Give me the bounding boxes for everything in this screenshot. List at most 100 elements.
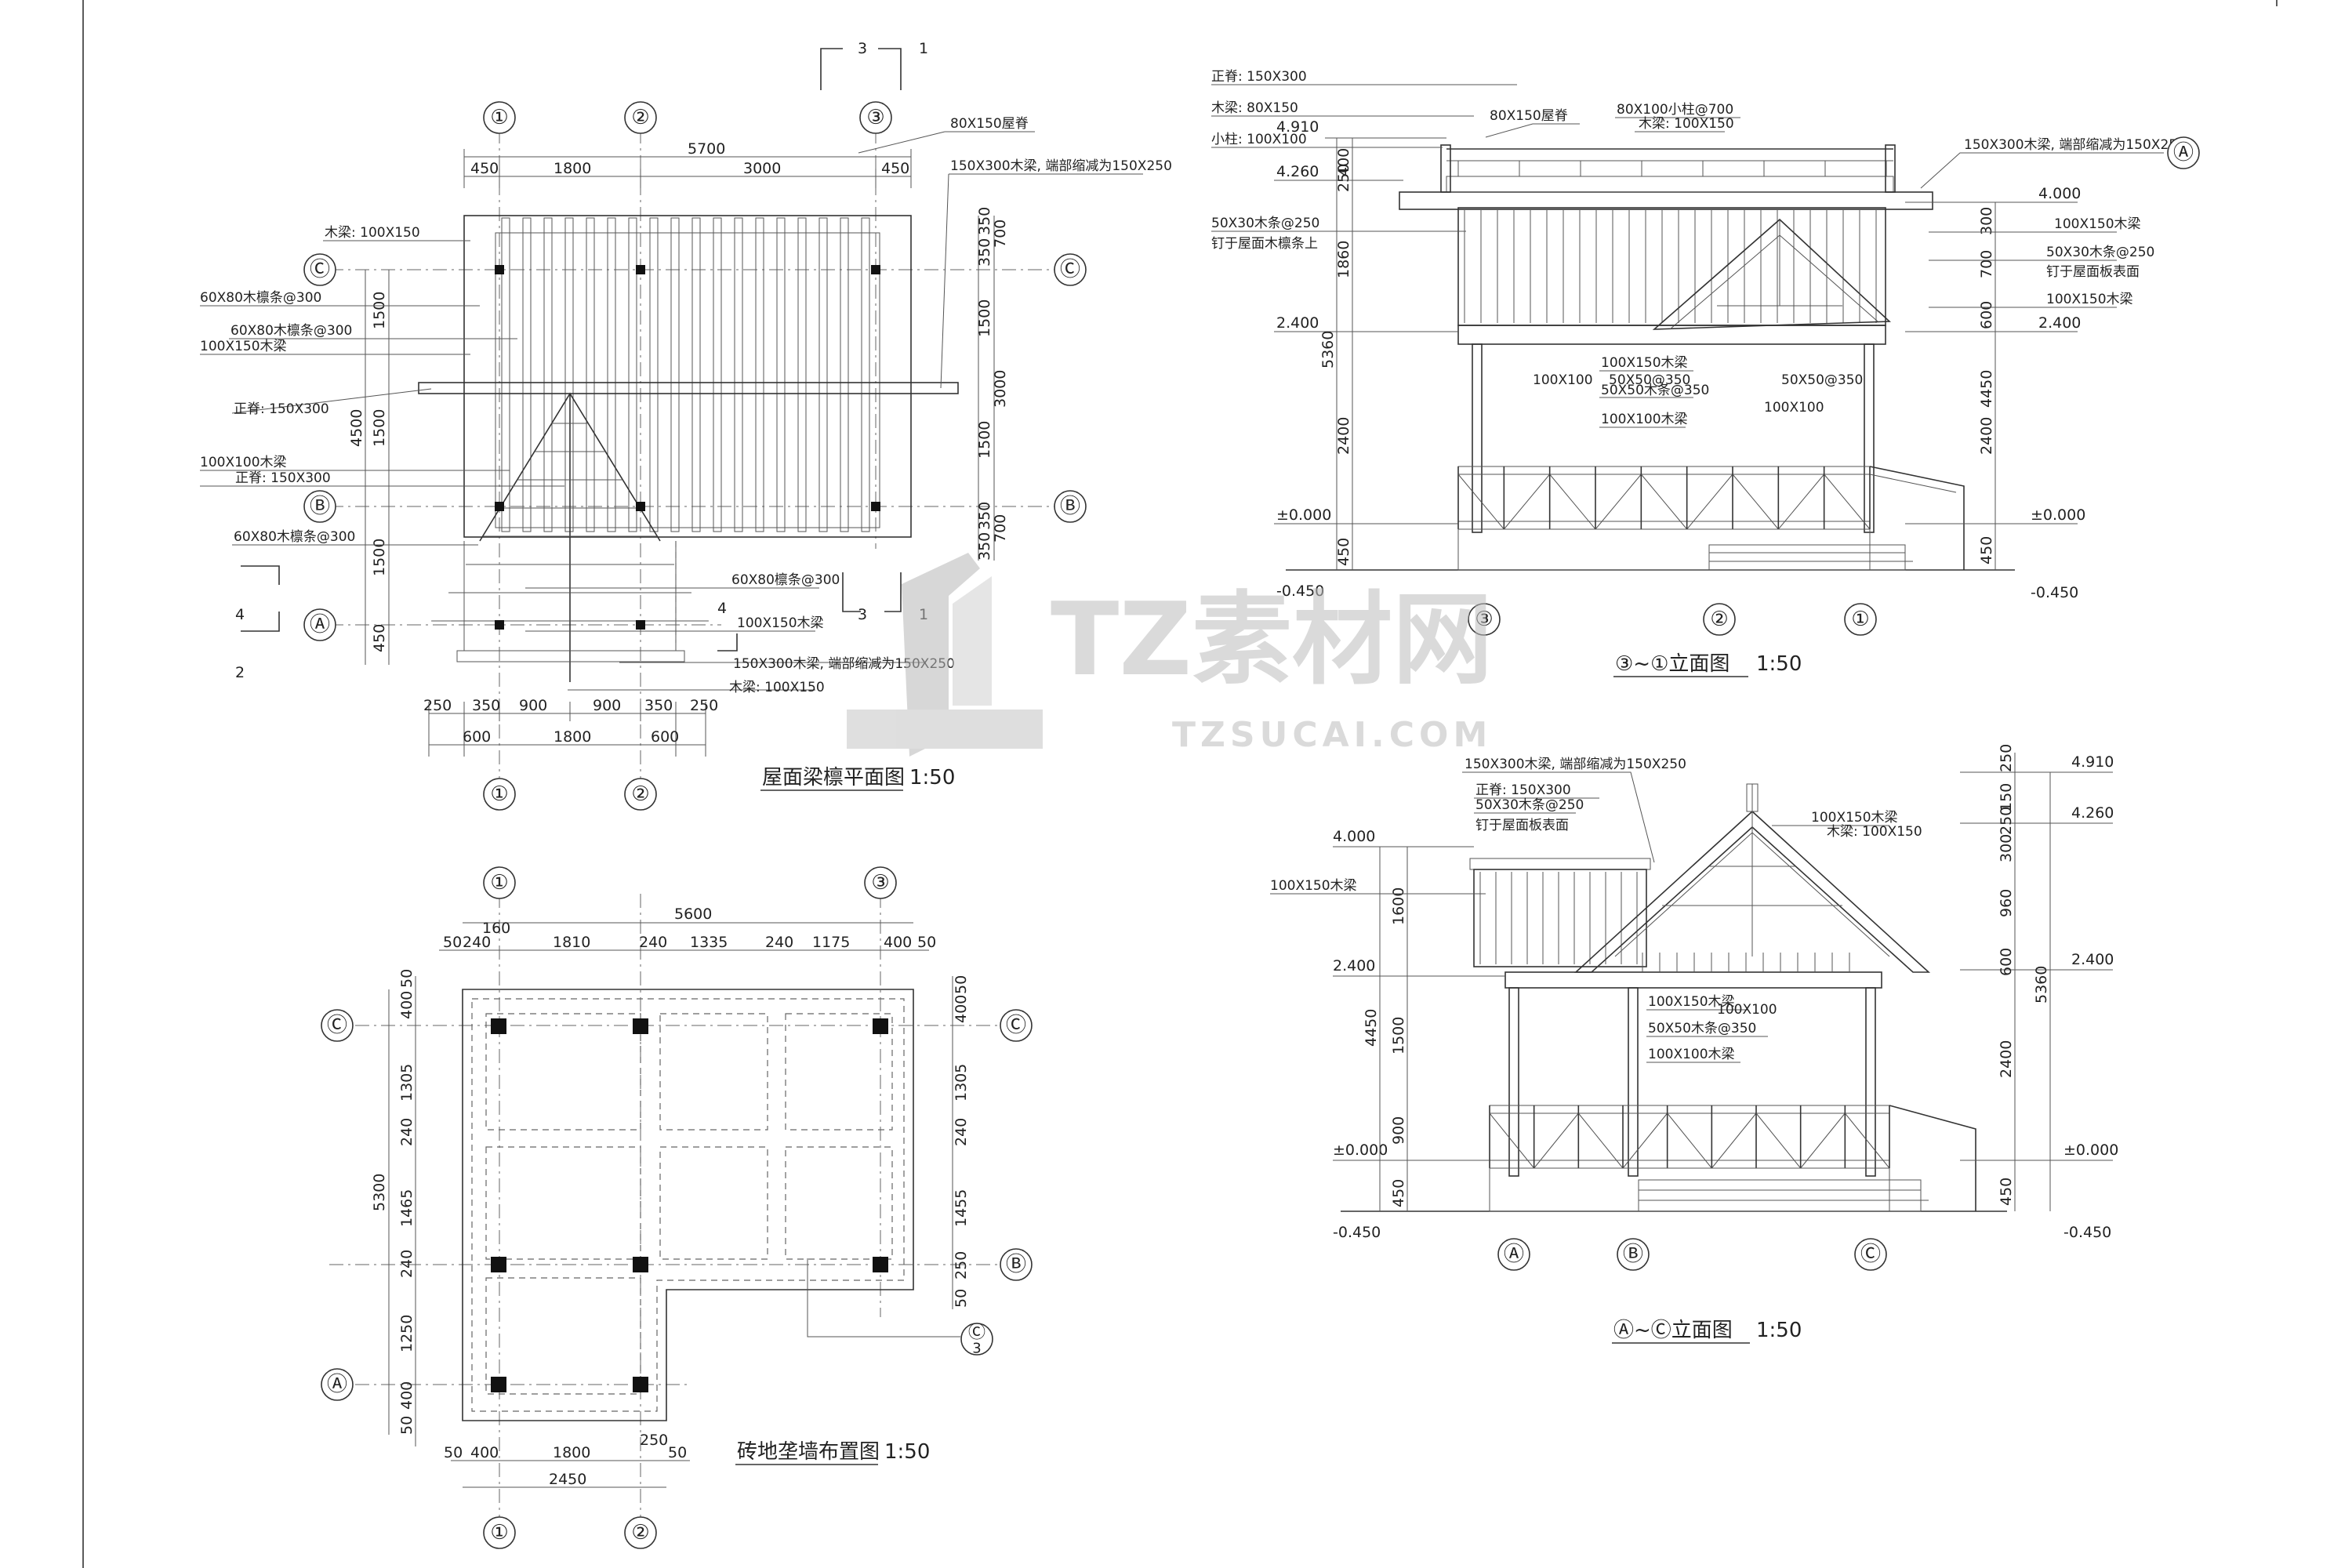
foundation-axis-left-c: Ⓒ — [327, 1014, 347, 1037]
roof-plan-axis-right-b: Ⓑ — [1060, 495, 1080, 518]
roof-plan-title: 屋面梁檩平面图 — [762, 766, 905, 789]
section-mark: 3 — [858, 606, 867, 623]
rail-brace — [1595, 474, 1642, 530]
foundation-dim-left: 400 — [398, 991, 416, 1019]
elevac-dim-r: 2400 — [1998, 1040, 2015, 1078]
elevation-3-1: ③ ② ① 4.910 4.260 2.400 ±0.000 -0.450 40… — [1211, 69, 2200, 677]
roof-plan-axis-bottom-2: ② — [631, 782, 649, 806]
elevac-level: -0.450 — [1333, 1224, 1381, 1241]
rafter-slat — [713, 217, 722, 532]
roof-plan-dim-left: 1500 — [371, 409, 388, 447]
elev31-level: ±0.000 — [1276, 506, 1331, 524]
roof-plan-dim-total: 5700 — [688, 140, 725, 158]
foundation-dim-top-total: 5600 — [674, 906, 712, 923]
elev31-dim-r: 4450 — [1978, 370, 1995, 408]
elev31-dim-r: 2400 — [1978, 417, 1995, 455]
rafter-slat — [734, 217, 743, 532]
foundation-dim-top: 50 — [443, 934, 462, 951]
elevac-label: 50X30木条@250 — [1475, 797, 1584, 813]
elevac-dim: 900 — [1390, 1116, 1407, 1145]
elevac-dim: 450 — [1390, 1179, 1407, 1207]
roof-plan-dim-bottom: 900 — [519, 697, 547, 714]
foundation-axis-top-3: ③ — [871, 871, 889, 895]
roof-plan-dim-bottom: 1800 — [554, 728, 591, 746]
elev31-dim: 450 — [1335, 538, 1352, 566]
section-mark: 4 — [717, 600, 727, 617]
roof-plan-dim: 3000 — [743, 160, 781, 177]
elevac-dim-r: 300 — [1998, 834, 2015, 862]
roof-plan-dim-right: 3000 — [992, 370, 1009, 408]
elevac-dim: 4450 — [1363, 1009, 1380, 1047]
rafter-slat — [840, 217, 849, 532]
elevac-dim-r: 250 — [1998, 744, 2015, 772]
elevation-a-c: Ⓐ Ⓑ Ⓒ 4.000 2.400 ±0.000 -0.450 1600 445… — [1270, 744, 2118, 1344]
rail-brace — [1800, 1112, 1846, 1169]
foundation-dim-left: 1465 — [398, 1189, 416, 1227]
elev31-label-c: 50X50@350 — [1609, 372, 1690, 388]
roof-plan-dim-right: 700 — [992, 220, 1009, 248]
rail-brace — [1503, 474, 1551, 530]
roof-label: 60X80木檩条@300 — [234, 529, 355, 545]
elevac-label: 100X150木梁 — [1270, 878, 1357, 894]
roof-label: 正脊: 150X300 — [234, 401, 329, 417]
roof-plan-axis-left-c: Ⓒ — [310, 258, 330, 281]
rafter-slat — [670, 217, 680, 532]
elevac-label: 100X100 — [1717, 1002, 1777, 1018]
foundation-dim-right: 240 — [953, 1118, 970, 1146]
section-mark: 4 — [235, 606, 245, 623]
roof-plan-scale: 1:50 — [909, 766, 955, 789]
roof-plan-dim-bottom: 600 — [463, 728, 491, 746]
elevac-dim-r: 600 — [1998, 948, 2015, 976]
rail-brace — [1844, 1112, 1890, 1169]
elev31-label-r: 钉于屋面板表面 — [2046, 264, 2140, 280]
elev31-label-r: 100X150木梁 — [2046, 292, 2133, 307]
roof-plan-dim-bottom: 350 — [644, 697, 673, 714]
roof-plan-dim: 450 — [881, 160, 909, 177]
elev31-dim-r: 700 — [1978, 250, 1995, 278]
elev31-dim: 5360 — [1319, 331, 1337, 368]
roof-plan-dim-left: 450 — [371, 624, 388, 652]
elevac-level-r: 2.400 — [2071, 951, 2114, 968]
foundation-dim-bottom: 1800 — [553, 1444, 590, 1461]
roof-label: 正脊: 150X300 — [235, 470, 331, 486]
rail-brace — [1577, 1112, 1624, 1169]
foundation-dim-bottom: 250 — [640, 1432, 668, 1449]
elevac-dim-r: 960 — [1998, 889, 2015, 917]
rafter-slat — [818, 217, 828, 532]
elev31-label: 80X150屋脊 — [1490, 108, 1568, 124]
foundation-dim-right: 50 — [953, 1289, 970, 1308]
rail-brace — [1667, 1112, 1712, 1169]
roof-beam-purlin-plan: 5700 450 1800 3000 450 ① ② ③ 3 1 3 1 4 2… — [200, 40, 1172, 811]
elev31-label: 木梁: 100X150 — [1639, 116, 1734, 132]
elevac-dim: 1500 — [1390, 1017, 1407, 1054]
elev31-label-r: 50X30木条@250 — [2046, 245, 2154, 260]
roof-label: 100X100木梁 — [200, 455, 287, 470]
rafter-slat — [501, 217, 510, 532]
elev31-callout-a: Ⓐ — [2173, 141, 2194, 165]
rafter-slat — [586, 217, 595, 532]
roof-plan-axis-left-b: Ⓑ — [310, 495, 330, 518]
rail-brace — [1457, 474, 1504, 530]
elev31-label: 50X30木条@250 — [1211, 216, 1319, 231]
elevac-level: 2.400 — [1333, 957, 1375, 975]
foundation-axis-top-1: ① — [490, 871, 508, 895]
roof-plan-axis-top-3: ③ — [866, 106, 884, 129]
rail-brace — [1732, 474, 1779, 530]
elevac-label: 100X150木梁 — [1648, 994, 1735, 1010]
foundation-dim-left-total: 5300 — [371, 1174, 388, 1211]
foundation-dim-bottom: 50 — [668, 1444, 687, 1461]
foundation-dim-right: 1455 — [953, 1189, 970, 1227]
foundation-axis-bottom-2: ② — [631, 1521, 649, 1544]
elev31-level: 4.910 — [1276, 118, 1319, 136]
elevac-level-r: ±0.000 — [2063, 1142, 2118, 1159]
rafter-slat — [649, 217, 659, 532]
rail-brace — [1640, 474, 1688, 530]
roof-label: 60X80木檩条@300 — [230, 323, 352, 339]
elevac-level-r: -0.450 — [2063, 1224, 2111, 1241]
foundation-dim-left: 1250 — [398, 1315, 416, 1352]
rafter-slat — [755, 217, 764, 532]
foundation-callout-sub: 3 — [972, 1341, 981, 1357]
roof-label: 60X80木檩条@300 — [200, 290, 321, 306]
elevac-dim-r: 150 — [1998, 783, 2015, 811]
foundation-scale: 1:50 — [884, 1440, 930, 1464]
